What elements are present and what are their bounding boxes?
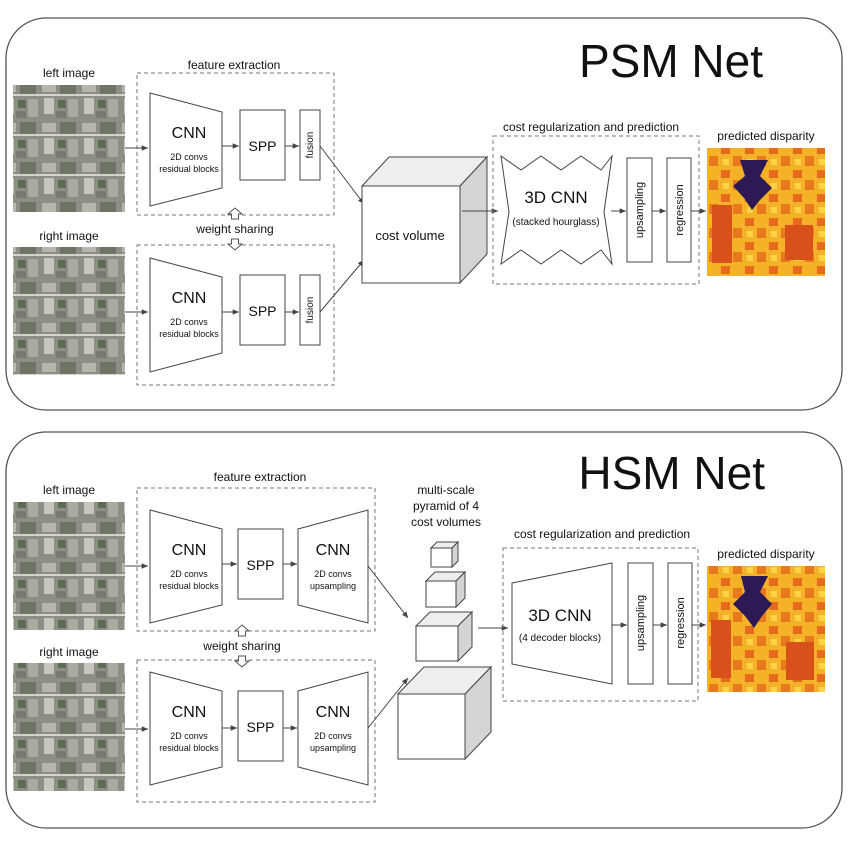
hsm-spp-bottom-label: SPP xyxy=(246,719,274,735)
hsm-spp-bottom xyxy=(237,690,284,762)
hsm-right-aerial-image xyxy=(13,663,125,791)
psm-cost-volume-label: cost volume xyxy=(375,228,444,243)
psm-fusion-top xyxy=(299,109,321,181)
hsm-cnn-top-label: CNN xyxy=(172,542,207,559)
psm-upsampling-label: upsampling xyxy=(634,182,646,238)
psm-regularization-box xyxy=(492,135,700,285)
psm-cnn-top-sub1: 2D convs xyxy=(170,152,208,162)
psm-title: PSM Net xyxy=(579,35,763,87)
hsm-cnn-bottom-sub2: residual blocks xyxy=(159,743,219,753)
hsm-3d-cnn-sub: (4 decoder blocks) xyxy=(519,633,601,644)
hsm-cost-volume-3 xyxy=(414,610,474,663)
psm-right-image-label: right image xyxy=(39,229,99,243)
hsm-cnn-bottom-label: CNN xyxy=(172,704,207,721)
hsm-regularization-box xyxy=(502,547,699,702)
hsm-cnn-decoder-bottom xyxy=(297,671,369,786)
hsm-cnn-top-sub1: 2D convs xyxy=(170,569,208,579)
psm-predicted-disparity-image xyxy=(707,148,825,276)
hsm-weight-sharing-down-arrow xyxy=(233,655,251,668)
hsm-pyramid-label-line3: cost volumes xyxy=(411,515,481,529)
psm-spp-top-label: SPP xyxy=(248,138,276,154)
psm-cnn-bottom-sub1: 2D convs xyxy=(170,317,208,327)
psm-cnn-top-sub2: residual blocks xyxy=(159,164,219,174)
hsm-predicted-label: predicted disparity xyxy=(717,547,814,561)
hsm-regularization-label: cost regularization and prediction xyxy=(514,527,690,541)
psm-arrow-fusion-volume-top xyxy=(319,145,365,205)
hsm-3d-cnn-label: 3D CNN xyxy=(528,606,591,625)
hsm-decoder-bottom-label: CNN xyxy=(316,704,351,721)
psm-cnn-top-label: CNN xyxy=(172,125,207,142)
hsm-decoder-top-sub2: upsampling xyxy=(310,581,356,591)
psm-3d-cnn-sub: (stacked hourglass) xyxy=(512,217,599,228)
hsm-cnn-encoder-top xyxy=(149,509,223,624)
hsm-regression-label: regression xyxy=(675,597,687,648)
psm-spp-top xyxy=(239,109,286,181)
psm-left-aerial-image xyxy=(13,85,125,212)
psm-3d-cnn-label: 3D CNN xyxy=(524,188,587,207)
psm-cost-volume-cube xyxy=(360,155,489,285)
psm-cnn-encoder-bottom xyxy=(149,257,223,373)
psm-weight-sharing-up-arrow xyxy=(226,207,244,220)
psm-fusion-bottom-label: fusion xyxy=(305,297,316,324)
hsm-feature-extraction-bottom xyxy=(136,659,376,803)
psm-weight-sharing-label: weight sharing xyxy=(195,222,273,236)
psm-regression-box xyxy=(666,157,692,263)
psm-arrow-fusion-volume-bottom xyxy=(319,259,365,313)
psm-3d-cnn-hourglass xyxy=(500,154,613,266)
psm-predicted-label: predicted disparity xyxy=(717,129,814,143)
psm-spp-bottom xyxy=(239,274,286,346)
hsm-cnn-decoder-top xyxy=(297,509,369,624)
hsm-decoder-top-sub1: 2D convs xyxy=(314,569,352,579)
psm-cnn-bottom-sub2: residual blocks xyxy=(159,329,219,339)
psm-cnn-encoder-top xyxy=(149,92,223,207)
hsm-feature-extraction-top xyxy=(136,487,376,632)
hsm-left-image-label: left image xyxy=(43,483,95,497)
hsm-left-aerial-image xyxy=(13,502,125,630)
psm-feature-extraction-label: feature extraction xyxy=(188,58,281,72)
psm-weight-sharing-down-arrow xyxy=(226,238,244,251)
hsm-arrow-decoder-pyramid-top xyxy=(367,565,409,619)
hsm-3d-cnn-decoder xyxy=(511,562,613,685)
hsm-decoder-top-label: CNN xyxy=(316,542,351,559)
hsm-feature-extraction-label: feature extraction xyxy=(214,470,307,484)
hsm-spp-top xyxy=(237,528,284,600)
psm-left-image-label: left image xyxy=(43,66,95,80)
hsm-decoder-bottom-sub1: 2D convs xyxy=(314,731,352,741)
hsm-decoder-bottom-sub2: upsampling xyxy=(310,743,356,753)
hsm-spp-top-label: SPP xyxy=(246,557,274,573)
hsm-cnn-encoder-bottom xyxy=(149,671,223,786)
hsm-regression-box xyxy=(667,562,693,685)
hsm-cnn-bottom-sub1: 2D convs xyxy=(170,731,208,741)
hsm-cnn-top-sub2: residual blocks xyxy=(159,581,219,591)
psm-upsampling-box xyxy=(626,157,653,263)
hsm-cost-volume-2 xyxy=(424,570,467,609)
psm-fusion-top-label: fusion xyxy=(305,132,316,159)
psm-fusion-bottom xyxy=(299,274,321,346)
hsm-predicted-disparity-image xyxy=(707,566,825,692)
hsm-upsampling-label: upsampling xyxy=(635,595,647,651)
hsm-cost-volume-1 xyxy=(429,540,460,569)
hsm-arrow-decoder-pyramid-bottom xyxy=(367,677,409,729)
psm-spp-bottom-label: SPP xyxy=(248,303,276,319)
hsm-weight-sharing-label: weight sharing xyxy=(202,639,280,653)
psm-cnn-bottom-label: CNN xyxy=(172,290,207,307)
psm-regularization-label: cost regularization and prediction xyxy=(503,120,679,134)
hsm-right-image-label: right image xyxy=(39,645,99,659)
psm-right-aerial-image xyxy=(13,247,125,375)
hsm-pyramid-label-line2: pyramid of 4 xyxy=(413,499,479,513)
psm-regression-label: regression xyxy=(674,184,686,235)
hsm-upsampling-box xyxy=(627,562,654,685)
hsm-pyramid-label-line1: multi-scale xyxy=(417,483,475,497)
hsm-title: HSM Net xyxy=(578,447,765,499)
hsm-cost-volume-4 xyxy=(396,665,493,761)
hsm-weight-sharing-up-arrow xyxy=(233,624,251,637)
